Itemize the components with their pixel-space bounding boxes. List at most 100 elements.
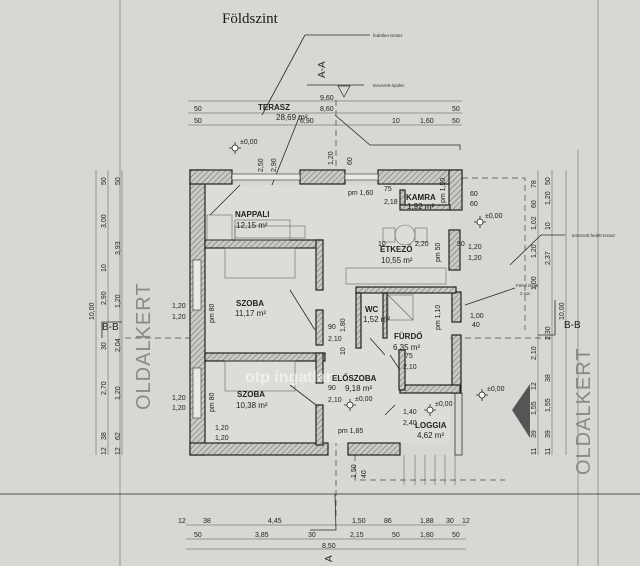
level-crosshair-icon [346,401,354,409]
dimension-label-inner: 1,20 [215,435,229,442]
stair-outline [354,455,505,481]
room-area-eloszoba: 9,18 m² [345,384,372,393]
dimension-label-bottom: 3,85 [255,532,269,539]
dimension-label-inner: 60 [347,157,354,165]
note-tervezett-fedett-terasz: tervezett fedett terasz [572,233,616,238]
dimension-label-top: 10 [392,118,400,125]
dimension-label-top: 6,90 [300,118,314,125]
dimension-label-inner: 2,20 [415,241,429,248]
dimension-label-inner: 60 [470,201,478,208]
dimension-label-inner: 40 [361,470,368,478]
level-mark-label: ±0,00 [355,396,373,403]
dimension-label-inner: pm 80 [209,303,216,323]
room-area-etkezo: 10,55 m² [381,256,413,265]
dimension-label-inner: 1,20 [172,303,186,310]
dimension-label-left: 1,20 [115,386,122,400]
dimension-label-top: 8,60 [320,106,334,113]
room-name-szoba-2: SZOBA [237,390,265,399]
dimension-label-bottom: 1,50 [352,518,366,525]
note-fedetlen-terasz: fedetlen terasz [373,33,403,38]
dimension-label-left: 30 [101,342,108,350]
dimension-label-inner: 50 [457,241,465,248]
dimension-label-right: 12 [531,382,538,390]
section-b-left: B-B [102,322,119,333]
dimension-label-left: 2,70 [101,381,108,395]
leader-line [464,287,516,306]
dimension-label-bottom: 30 [446,518,454,525]
dimension-label-inner: 90 [328,324,336,331]
room-area-nappali: 12,15 m² [236,221,268,230]
dimension-label-inner: 2,40 [403,420,417,427]
dimension-label-inner: pm 1,10 [435,305,442,330]
dimension-label-inner: 1,80 [340,318,347,332]
dimension-label-bottom: 1,80 [420,532,434,539]
dimension-label-left: 12 [101,447,108,455]
dimension-label-inner: 2,90 [271,158,278,172]
note-felso-tegla: Felső tégla [516,283,539,288]
dimension-label-bottom: 4,45 [268,518,282,525]
dimension-label-right: 2,10 [531,346,538,360]
level-mark: ±0,00 [476,386,505,401]
dimension-label-bottom: 86 [384,518,392,525]
dimension-label-inner: 1,20 [328,151,335,165]
left-dimension-lines [95,170,123,455]
level-mark-label: ±0,00 [487,386,505,393]
room-name-loggia: LOGGIA [415,421,447,430]
loggia-railing [403,392,463,485]
dimension-label-inner: 40 [472,322,480,329]
room-name-etkezo: ÉTKEZŐ [380,245,412,254]
dimension-label-right: 1,55 [545,398,552,412]
dimension-label-left: 10 [101,264,108,272]
covered-terrace-outline [462,177,526,330]
section-a-top: A-A [317,61,328,78]
level-mark: ±0,00 [344,396,373,411]
room-name-nappali: NAPPALI [235,210,270,219]
top-dimension-lines [188,100,462,126]
dimension-label-inner: 1,40 [403,409,417,416]
dimension-label-bottom: 2,15 [350,532,364,539]
dimension-label-inner: 75 [384,186,392,193]
level-crosshair-icon [231,144,239,152]
level-mark-label: ±0,00 [435,401,453,408]
dimension-label-right: 1,20 [531,244,538,258]
dimension-label-inner: pm 1,50 [440,178,447,203]
level-mark: ±0,00 [229,139,258,154]
dimension-label-inner: 10 [340,347,347,355]
dimension-label-inner: 75 [405,353,413,360]
room-area-terasz: 28,69 m² [276,113,308,122]
dimension-label-top: 50 [452,106,460,113]
dimension-label-left: 50 [101,177,108,185]
room-area-wc: 1,52 m² [363,315,390,324]
watermark: otp ingatlan [245,369,336,386]
dimension-label-inner: 2,50 [258,158,265,172]
windows [192,173,379,419]
room-area-szoba-1: 11,17 m² [235,309,266,318]
dimension-label-inner: 10 [378,241,386,248]
furniture [206,214,447,392]
level-triangle-icon [337,85,351,98]
door-swings [209,184,401,416]
dimension-label-top: 50 [194,106,202,113]
dimension-label-right: 60 [531,200,538,208]
dimension-label-inner: 90 [328,385,336,392]
terrace-outline [334,114,461,150]
dimension-label-right: 11 [531,448,538,455]
level-mark: ±0,00 [424,401,453,416]
dimension-label-top: 50 [194,118,202,125]
leader-line [261,34,306,116]
dimension-label-bottom: 50 [452,532,460,539]
level-crosshair-icon [476,218,484,226]
dimension-label-bottom: 12 [178,518,186,525]
dimension-label-left: 12 [115,447,122,455]
room-area-furdo: 6,35 m² [393,343,420,352]
dimension-label-inner: pm 80 [209,392,216,412]
garden-label-right: OLDALKERT [573,347,595,475]
dimension-label-right: 1,20 [545,191,552,205]
dimension-label-bottom: 50 [392,532,400,539]
dimension-label-inner: 1,20 [172,405,186,412]
room-name-wc: WC [365,305,379,314]
dimension-label-left: 62 [115,432,122,440]
room-name-eloszoba: ELŐSZOBA [332,374,377,383]
dimension-label-left: 2,04 [115,338,122,352]
